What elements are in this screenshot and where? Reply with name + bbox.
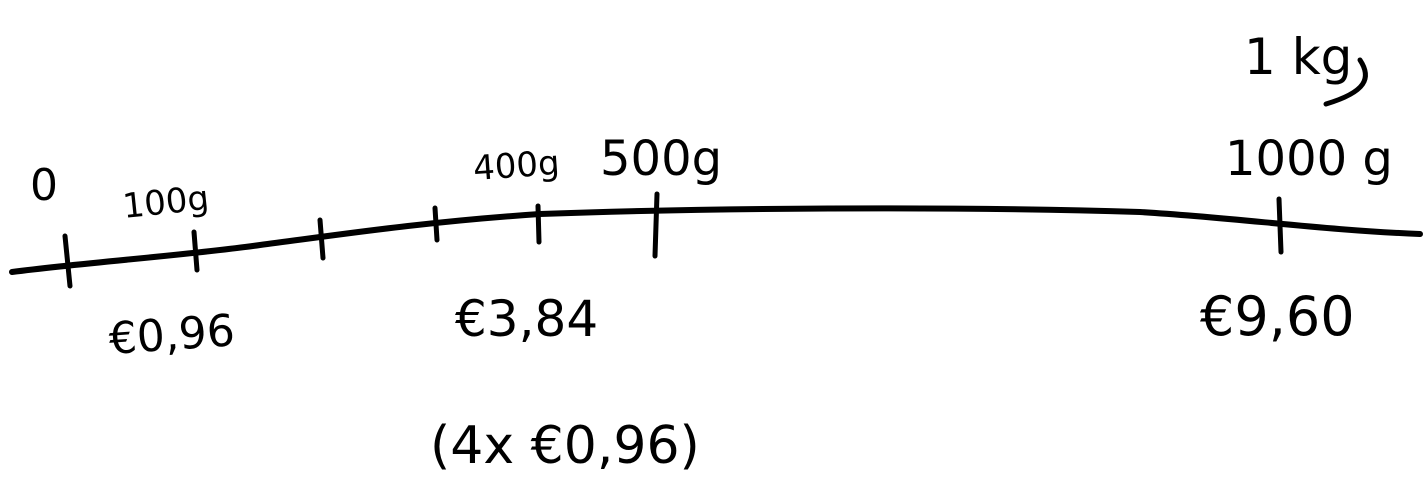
tick-100 bbox=[191, 229, 200, 273]
tick-500 bbox=[652, 191, 660, 259]
tick-marks bbox=[62, 191, 1284, 289]
tick-400 bbox=[535, 203, 542, 245]
tick-200 bbox=[317, 217, 326, 261]
kg-connector bbox=[1323, 57, 1368, 107]
label-100g: 100g bbox=[121, 178, 211, 227]
label-400g: 400g bbox=[472, 143, 561, 189]
tick-300 bbox=[432, 205, 440, 243]
label-500g: 500g bbox=[600, 131, 722, 187]
label-1000g: 1000 g bbox=[1225, 131, 1393, 187]
number-line bbox=[9, 205, 1423, 275]
tick-0 bbox=[62, 233, 73, 289]
label-price-100: €0,96 bbox=[107, 305, 236, 365]
label-price-400-note: (4x €0,96) bbox=[430, 416, 700, 476]
tick-1000 bbox=[1276, 196, 1284, 255]
label-zero: 0 bbox=[30, 160, 58, 211]
label-1kg: 1 kg bbox=[1244, 28, 1352, 86]
label-price-400: €3,84 bbox=[455, 290, 598, 348]
label-price-1000: €9,60 bbox=[1200, 285, 1355, 348]
